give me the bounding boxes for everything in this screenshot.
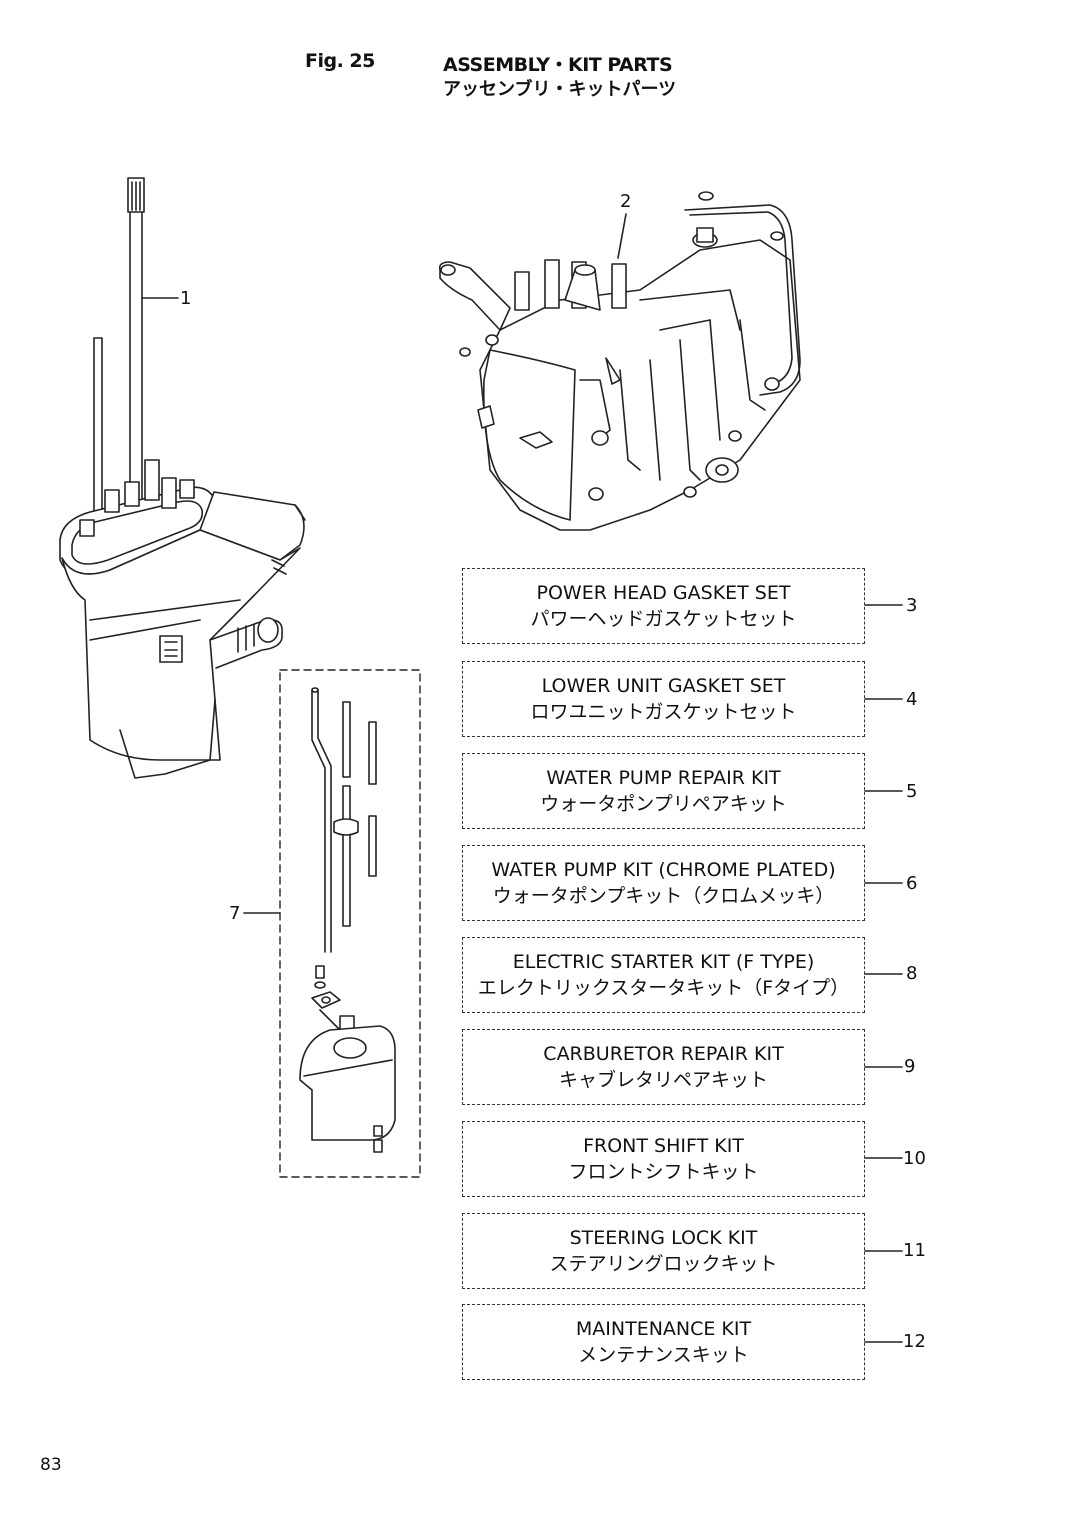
kit-label-jp: ウォータポンプキット（クロムメッキ） xyxy=(492,885,835,907)
kit-water-pump-repair: WATER PUMP REPAIR KIT ウォータポンプリペアキット xyxy=(462,753,865,829)
page-number: 83 xyxy=(40,1455,62,1475)
callout-12: 12 xyxy=(903,1331,926,1352)
kit-water-pump-chrome: WATER PUMP KIT (CHROME PLATED) ウォータポンプキッ… xyxy=(462,845,865,921)
kit-lower-unit-gasket-set: LOWER UNIT GASKET SET ロワユニットガスケットセット xyxy=(462,661,865,737)
kit-label-jp: ウォータポンプリペアキット xyxy=(540,793,787,815)
kit-label-jp: エレクトリックスタータキット（Fタイプ） xyxy=(477,977,850,999)
kit-label-en: STEERING LOCK KIT xyxy=(569,1227,758,1249)
callout-2: 2 xyxy=(620,191,632,212)
callout-8: 8 xyxy=(906,963,918,984)
lower-unit-drawing xyxy=(59,177,306,779)
kit-label-jp: フロントシフトキット xyxy=(568,1161,759,1183)
callout-11: 11 xyxy=(903,1240,926,1261)
kit-label-en: CARBURETOR REPAIR KIT xyxy=(543,1043,784,1065)
kit-label-en: WATER PUMP REPAIR KIT xyxy=(546,767,781,789)
kit-front-shift: FRONT SHIFT KIT フロントシフトキット xyxy=(462,1121,865,1197)
kit-label-jp: キャブレタリペアキット xyxy=(558,1069,768,1091)
kit-label-jp: ステアリングロックキット xyxy=(549,1253,778,1275)
kit-electric-starter: ELECTRIC STARTER KIT (F TYPE) エレクトリックスター… xyxy=(462,937,865,1013)
kit-power-head-gasket-set: POWER HEAD GASKET SET パワーヘッドガスケットセット xyxy=(462,568,865,644)
kit-label-jp: ロワユニットガスケットセット xyxy=(530,701,797,723)
front-shift-kit-drawing xyxy=(299,687,396,1153)
kit-label-jp: メンテナンスキット xyxy=(578,1344,749,1366)
kit-label-en: ELECTRIC STARTER KIT (F TYPE) xyxy=(512,951,815,973)
callout-4: 4 xyxy=(906,689,918,710)
page-title-japanese: アッセンブリ・キットパーツ xyxy=(443,79,677,100)
figure-number: Fig. 25 xyxy=(305,50,375,72)
callout-10: 10 xyxy=(903,1148,926,1169)
kit-carburetor-repair: CARBURETOR REPAIR KIT キャブレタリペアキット xyxy=(462,1029,865,1105)
callout-1: 1 xyxy=(180,288,192,309)
kit-maintenance: MAINTENANCE KIT メンテナンスキット xyxy=(462,1304,865,1380)
kit-label-jp: パワーヘッドガスケットセット xyxy=(530,608,797,630)
page-title: ASSEMBLY・KIT PARTS xyxy=(443,54,673,76)
kit-label-en: FRONT SHIFT KIT xyxy=(583,1135,744,1157)
power-head-drawing xyxy=(438,191,801,531)
callout-6: 6 xyxy=(906,873,918,894)
kit-label-en: MAINTENANCE KIT xyxy=(575,1318,752,1340)
kit-label-en: WATER PUMP KIT (CHROME PLATED) xyxy=(491,859,836,881)
callout-5: 5 xyxy=(906,781,918,802)
callout-3: 3 xyxy=(906,595,918,616)
kit-label-en: POWER HEAD GASKET SET xyxy=(536,582,791,604)
kit-label-en: LOWER UNIT GASKET SET xyxy=(541,675,786,697)
callout-9: 9 xyxy=(904,1056,916,1077)
kit-steering-lock: STEERING LOCK KIT ステアリングロックキット xyxy=(462,1213,865,1289)
callout-7: 7 xyxy=(229,903,241,924)
